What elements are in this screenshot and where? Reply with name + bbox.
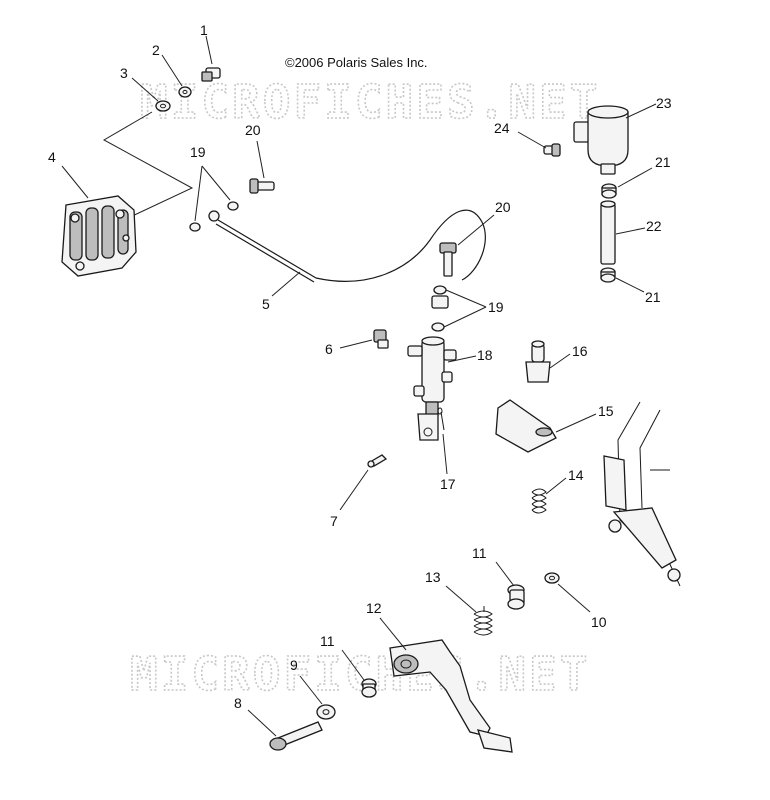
callout-4: 4 [48,149,56,165]
part-19-washer-upper-a[interactable] [227,201,239,211]
part-3-washer[interactable] [155,100,171,112]
copyright-notice: ©2006 Polaris Sales Inc. [285,55,428,70]
callout-21-lower: 21 [645,289,661,305]
callout-19-upper: 19 [190,144,206,160]
part-8-pivot-bolt[interactable] [269,721,323,751]
callout-21-upper: 21 [655,154,671,170]
part-12-brake-pedal[interactable] [389,639,513,753]
part-15-mount-bracket[interactable] [495,399,557,453]
part-20-banjo-bolt-lower[interactable] [439,242,457,277]
part-10-washer[interactable] [544,572,560,584]
part-22-reservoir-hose[interactable] [600,200,616,265]
part-21-hose-clamp-lower[interactable] [600,267,616,283]
part-24-screw[interactable] [543,143,561,157]
callout-8: 8 [234,695,242,711]
part-19-washer-lower-a[interactable] [431,285,449,309]
callout-13: 13 [425,569,441,585]
callout-20-upper: 20 [245,122,261,138]
part-18-master-cylinder[interactable] [407,336,457,441]
callout-16: 16 [572,343,588,359]
part-23-fluid-reservoir[interactable] [573,105,629,175]
callout-5: 5 [262,296,270,312]
part-11-bushing-upper[interactable] [507,584,525,610]
part-6-bleeder-bolt[interactable] [373,329,389,349]
callout-7: 7 [330,513,338,529]
callout-23: 23 [656,95,672,111]
callout-2: 2 [152,42,160,58]
part-19-washer-upper-b[interactable] [189,222,201,232]
part-9-washer[interactable] [316,704,336,720]
part-7-clevis-pin[interactable] [367,454,388,468]
part-5-brake-line[interactable] [208,209,486,283]
callout-11-upper: 11 [472,545,487,561]
callout-15: 15 [598,403,614,419]
callout-3: 3 [120,65,128,81]
part-1-bolt[interactable] [201,67,221,82]
watermark-bottom: MICROFICHES.NET [130,647,590,701]
callout-17: 17 [440,476,456,492]
part-14-return-spring[interactable] [531,488,547,514]
callout-9: 9 [290,657,298,673]
callout-1: 1 [200,22,208,38]
part-16-pivot-post[interactable] [525,340,551,383]
part-17-cotter-pin[interactable] [437,407,445,431]
callout-22: 22 [646,218,662,234]
callout-11-lower: 11 [320,633,335,649]
part-21-hose-clamp-upper[interactable] [601,183,617,199]
part-20-banjo-bolt-upper[interactable] [249,178,275,194]
callout-14: 14 [568,467,584,483]
callout-12: 12 [366,600,382,616]
callout-6: 6 [325,341,333,357]
part-4-brake-caliper[interactable] [61,195,137,277]
callout-10: 10 [591,614,607,630]
part-11-bushing-lower[interactable] [361,678,377,698]
callout-20-lower: 20 [495,199,511,215]
callout-18: 18 [477,347,493,363]
watermark-top: MICROFICHES.NET [140,75,600,129]
part-13-torsion-spring[interactable] [473,606,493,636]
callout-19-lower: 19 [488,299,504,315]
part-19-washer-lower-b[interactable] [431,322,445,332]
part-2-washer[interactable] [178,86,192,98]
frame-section [603,401,681,587]
callout-24: 24 [494,120,510,136]
